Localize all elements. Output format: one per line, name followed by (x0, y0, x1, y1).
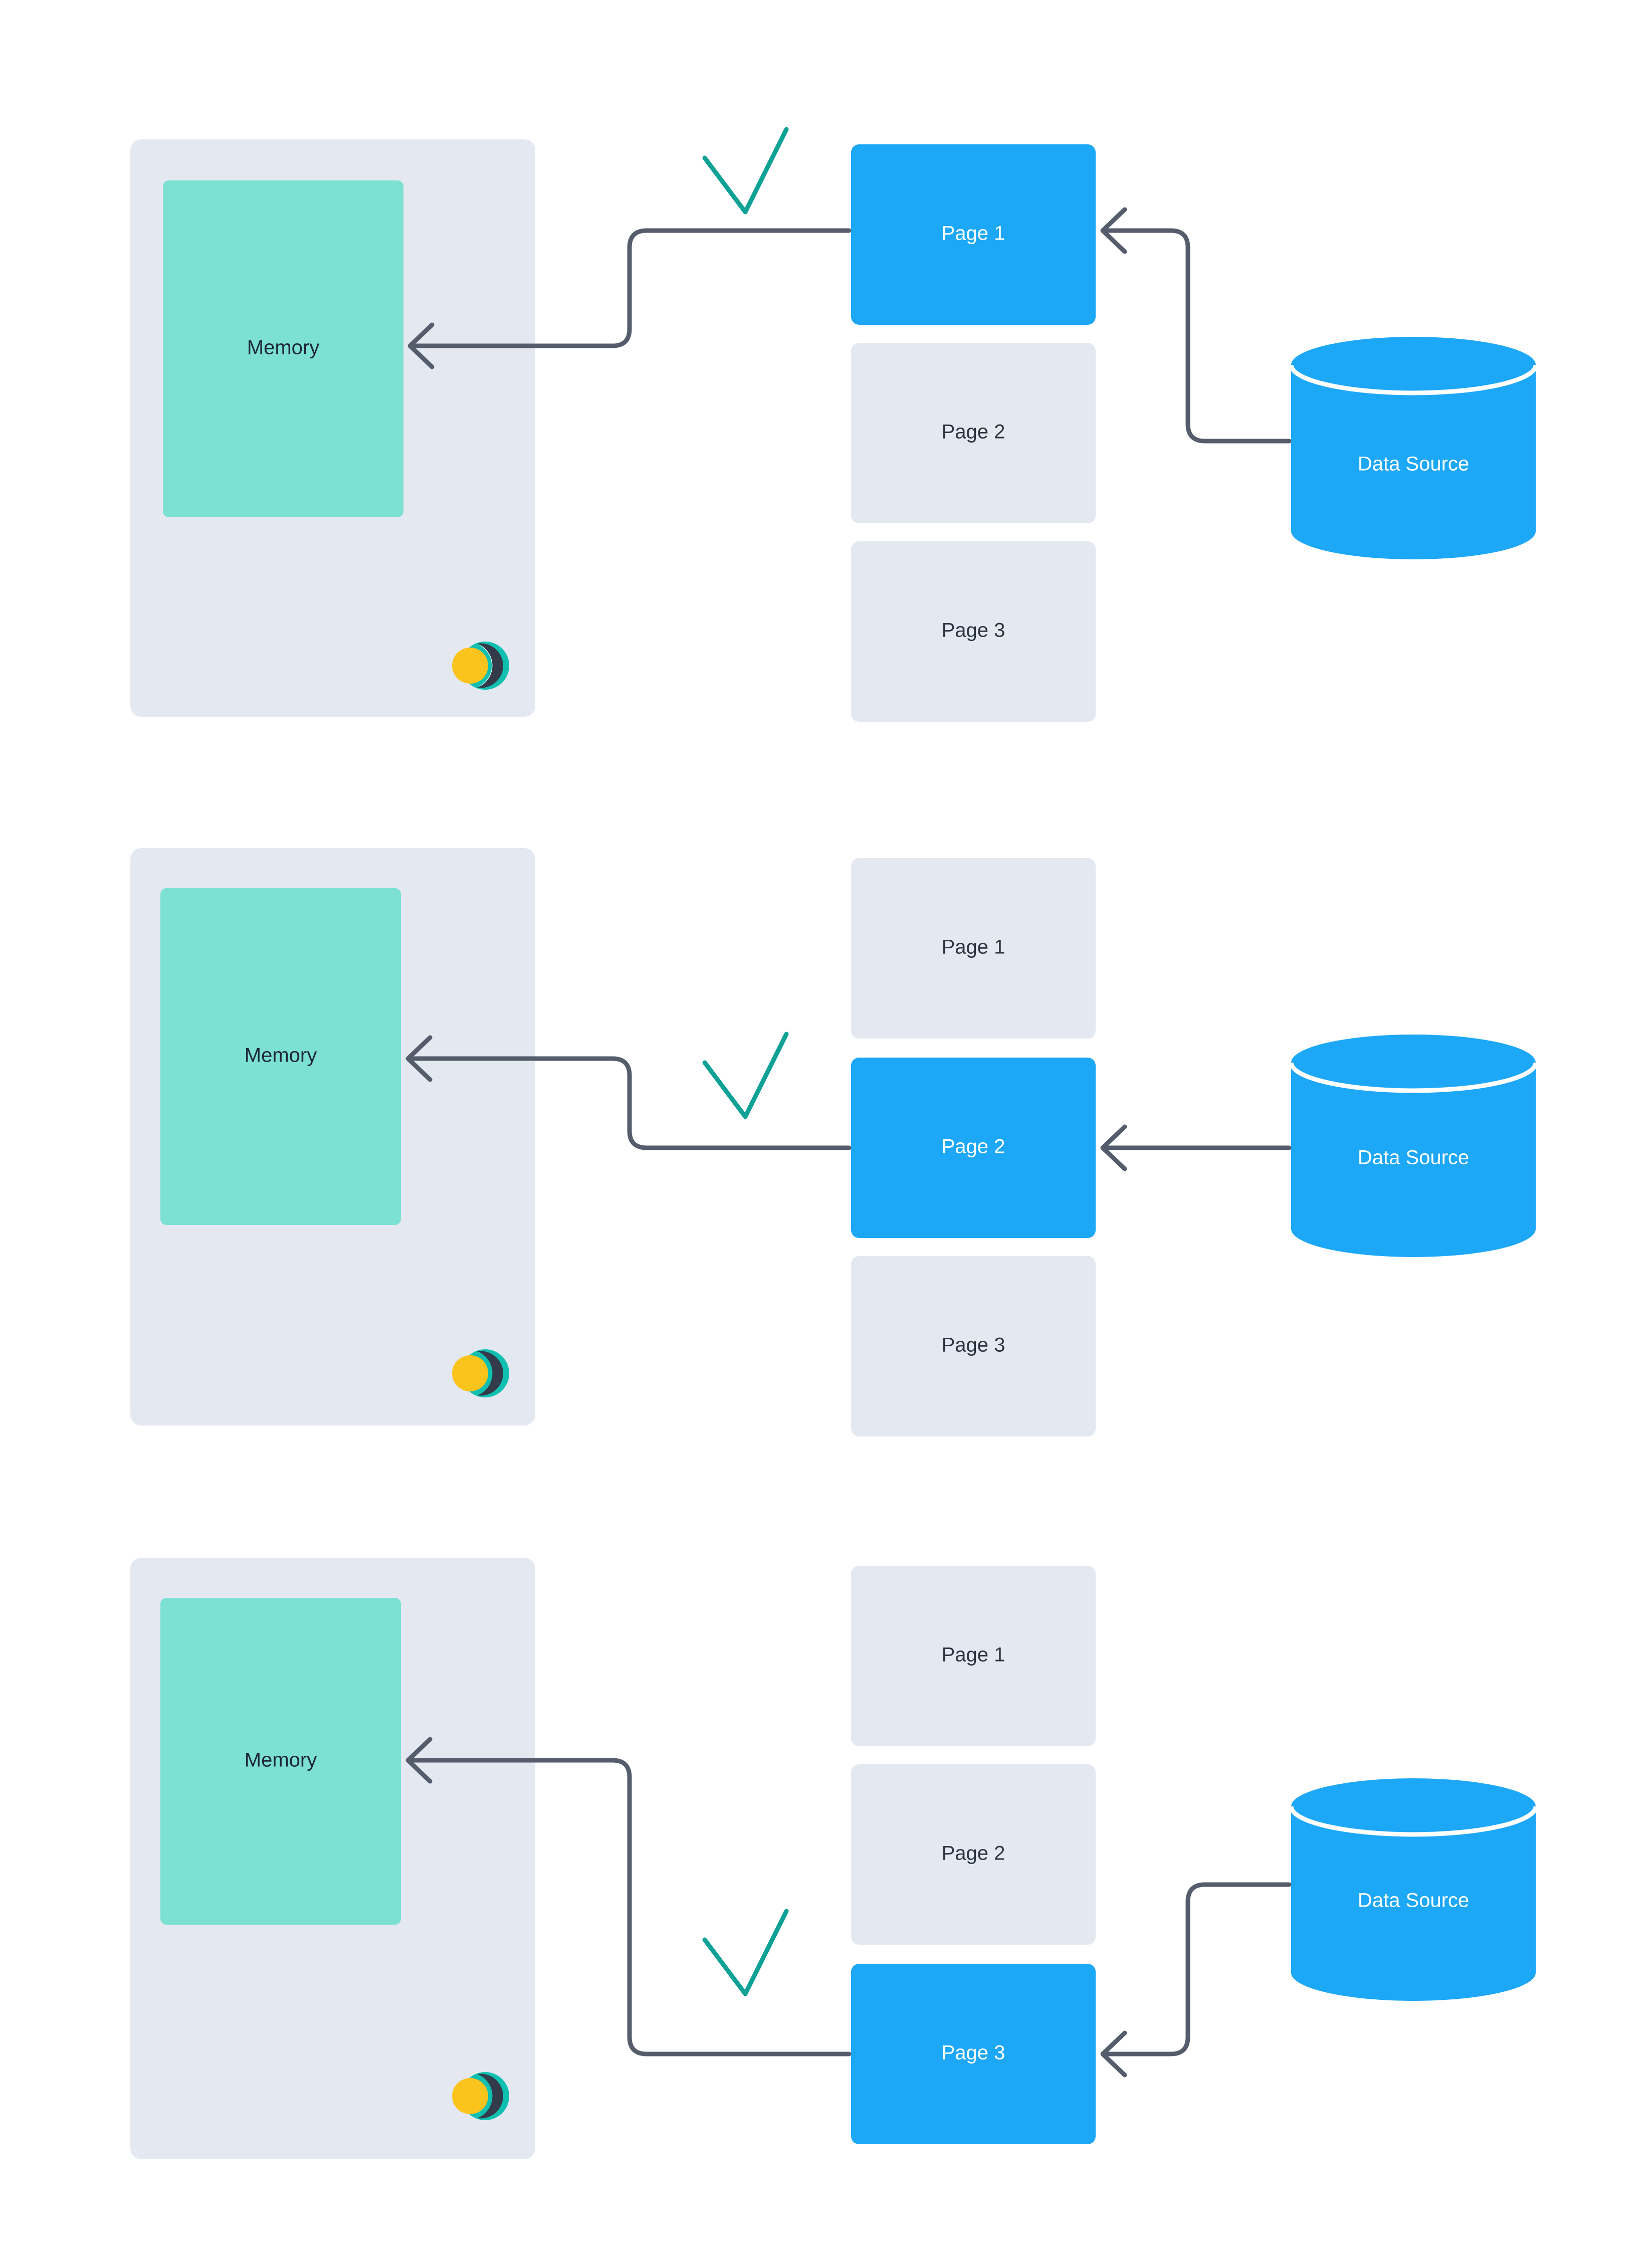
panel-3-arrow-source-to-page (1102, 1882, 1292, 2057)
panel-1: Memory Page 1 Page 2 Page 3 Data Source (130, 127, 1538, 722)
panel-2-arrowhead-page (1100, 1124, 1127, 1171)
panel-2-page-2-label: Page 2 (942, 1136, 1005, 1158)
panel-2-arrow-page-to-memory (407, 1056, 852, 1150)
panel-3-eclipse-logo-icon (452, 2072, 509, 2120)
panel-2-page-1-label: Page 1 (942, 936, 1005, 958)
panel-3-memory-block[interactable] (160, 1598, 401, 1925)
panel-1-page-2-box[interactable] (851, 343, 1096, 523)
panel-1-arrowhead-memory (407, 322, 435, 369)
panel-3-arrowhead-memory (405, 1737, 433, 1784)
panel-3-datasource-cylinder[interactable] (1289, 1778, 1538, 2001)
panel-2-page-3-label: Page 3 (942, 1334, 1005, 1356)
panel-2-page-1-box[interactable] (851, 858, 1096, 1039)
panel-3-arrowhead-page (1100, 2030, 1127, 2078)
panel-2: Memory Page 1 Page 2 Page 3 Data Source (130, 848, 1538, 1436)
panel-2-datasource-cylinder[interactable] (1289, 1035, 1538, 1257)
panel-3-datasource-label: Data Source (1358, 1890, 1469, 1912)
panel-1-datasource-label: Data Source (1358, 453, 1469, 475)
panel-2-datasource-label: Data Source (1358, 1147, 1469, 1169)
panel-3-page-1-label: Page 1 (942, 1644, 1005, 1666)
panel-2-eclipse-logo-icon (452, 1349, 509, 1397)
panel-3-page-2-label: Page 2 (942, 1842, 1005, 1865)
panel-3-page-3-label: Page 3 (942, 2042, 1005, 2064)
panel-1-eclipse-logo-icon (452, 642, 509, 690)
panel-2-check-icon (702, 1032, 789, 1119)
panel-3-arrow-page-to-memory (407, 1758, 852, 2057)
panel-1-arrow-page-to-memory (409, 228, 852, 348)
panel-1-page-2-label: Page 2 (942, 421, 1005, 443)
panel-3-page-3-box[interactable] (851, 1964, 1096, 2144)
panel-2-memory-block[interactable] (160, 888, 401, 1225)
panel-3-memory-label: Memory (245, 1749, 317, 1771)
panel-2-page-3-box[interactable] (851, 1256, 1096, 1436)
panel-1-page-1-label: Page 1 (942, 223, 1005, 245)
panel-1-page-1-box[interactable] (851, 144, 1096, 325)
panel-1-arrowhead-page (1100, 207, 1127, 254)
panel-1-page-3-box[interactable] (851, 541, 1096, 722)
panel-3-page-2-box[interactable] (851, 1764, 1096, 1945)
panel-1-page-3-label: Page 3 (942, 620, 1005, 642)
panel-1-memory-block[interactable] (163, 180, 403, 517)
panel-2-memory-label: Memory (245, 1045, 317, 1067)
panel-1-datasource-cylinder[interactable] (1289, 337, 1538, 559)
panel-3-page-1-box[interactable] (851, 1566, 1096, 1746)
panel-2-page-2-box[interactable] (851, 1058, 1096, 1238)
panel-2-arrowhead-memory (405, 1035, 433, 1082)
panel-1-check-icon (702, 127, 789, 215)
panel-3-check-icon (702, 1909, 789, 1996)
panel-1-arrow-source-to-page (1102, 228, 1292, 444)
panel-1-memory-label: Memory (247, 337, 319, 359)
panel-3: Memory Page 1 Page 2 Page 3 Data Source (130, 1558, 1538, 2159)
